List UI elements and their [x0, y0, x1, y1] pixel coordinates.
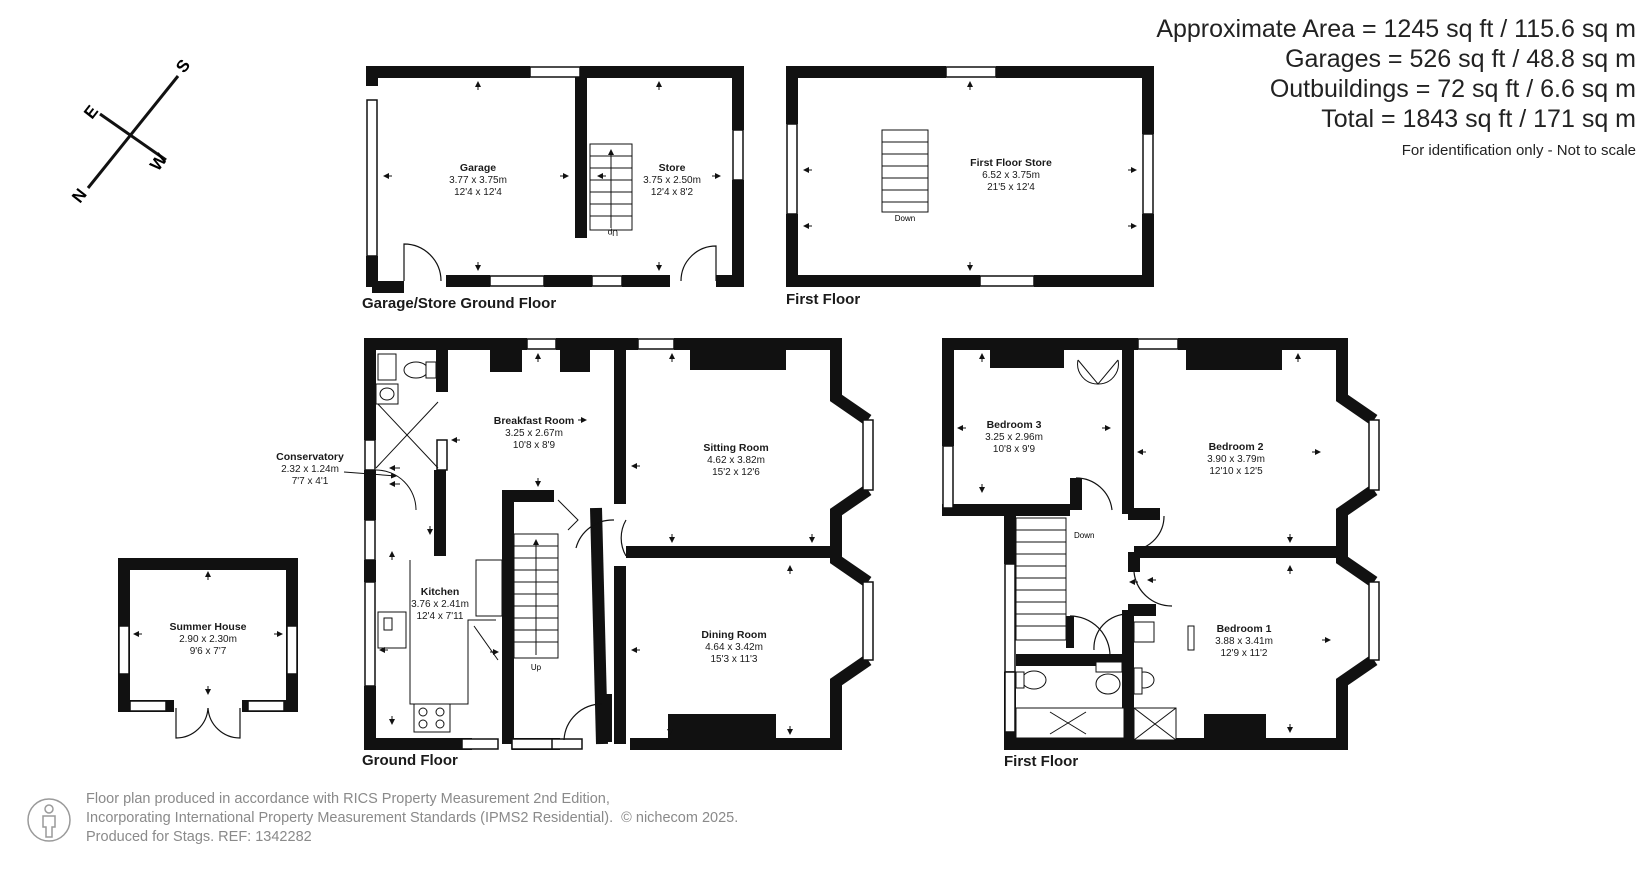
footer-line-3: Produced for Stags. REF: 1342282: [86, 829, 312, 845]
kitchen-metric: 3.76 x 2.41m: [411, 599, 469, 610]
bedroom-1-name: Bedroom 1: [1217, 623, 1272, 635]
first-floor-store-name: First Floor Store: [970, 157, 1052, 169]
store-stair-up: Up: [607, 228, 618, 237]
breakfast-room-metric: 3.25 x 2.67m: [505, 428, 563, 439]
outbuildings-area: Outbuildings = 72 sq ft / 6.6 sq m: [1269, 75, 1636, 103]
first-floor-label: First Floor: [1004, 753, 1078, 770]
kitchen-name: Kitchen: [421, 586, 460, 598]
bedroom-2-imperial: 12'10 x 12'5: [1209, 466, 1263, 477]
dining-room-name: Dining Room: [701, 629, 766, 641]
compass-s: S: [172, 56, 194, 77]
breakfast-room-imperial: 10'8 x 8'9: [513, 440, 556, 451]
ground-floor-plan: Up: [276, 338, 874, 769]
summer-house-metric: 2.90 x 2.30m: [179, 634, 237, 645]
conservatory-metric: 2.32 x 1.24m: [281, 464, 339, 475]
approximate-area: Approximate Area = 1245 sq ft / 115.6 sq…: [1156, 15, 1636, 43]
compass: S E W N: [68, 56, 194, 207]
footer-line-1: Floor plan produced in accordance with R…: [86, 791, 610, 807]
garage-store-ground-plan: Up Garage 3.77 x 3.75m 12'4 x 12'4 Store…: [362, 66, 744, 312]
total-area: Total = 1843 sq ft / 171 sq m: [1321, 105, 1636, 133]
kitchen-imperial: 12'4 x 7'11: [416, 611, 463, 622]
person-icon: [27, 798, 71, 842]
breakfast-room-name: Breakfast Room: [494, 415, 575, 427]
footer-notes: Floor plan produced in accordance with R…: [86, 790, 738, 847]
summer-house-name: Summer House: [169, 621, 246, 633]
compass-w: W: [146, 149, 171, 174]
first-floor-store-metric: 6.52 x 3.75m: [982, 170, 1040, 181]
ground-stair-up: Up: [531, 663, 542, 672]
store-name: Store: [659, 162, 686, 174]
footer-line-2-wrap: Incorporating International Property Mea…: [86, 809, 738, 828]
bedroom-2-metric: 3.90 x 3.79m: [1207, 454, 1265, 465]
dining-room-metric: 4.64 x 3.42m: [705, 642, 763, 653]
compass-e: E: [80, 102, 102, 123]
first-floor-store-imperial: 21'5 x 12'4: [987, 182, 1035, 193]
garage-metric: 3.77 x 3.75m: [449, 175, 507, 186]
dining-room-imperial: 15'3 x 11'3: [710, 654, 757, 665]
summer-house-imperial: 9'6 x 7'7: [190, 646, 227, 657]
store-metric: 3.75 x 2.50m: [643, 175, 701, 186]
bedroom-3-imperial: 10'8 x 9'9: [993, 444, 1036, 455]
scale-note: For identification only - Not to scale: [1401, 142, 1636, 159]
sitting-room-metric: 4.62 x 3.82m: [707, 455, 765, 466]
bedroom-1-metric: 3.88 x 3.41m: [1215, 636, 1273, 647]
brand-copyright: © nichecom 2025.: [621, 810, 739, 826]
bedroom-2-name: Bedroom 2: [1209, 441, 1264, 453]
first-floor-plan: Down: [942, 338, 1380, 770]
garage-first-floor-plan: Down First Floor Store 6.52 x 3.75m 21'5…: [786, 66, 1154, 308]
garage-first-floor-label: First Floor: [786, 291, 860, 308]
ground-floor-label: Ground Floor: [362, 752, 458, 769]
garage-ground-floor-label: Garage/Store Ground Floor: [362, 295, 556, 312]
bedroom-3-metric: 3.25 x 2.96m: [985, 432, 1043, 443]
store-stair-down: Down: [895, 214, 915, 223]
store-imperial: 12'4 x 8'2: [651, 187, 694, 198]
garage-name: Garage: [460, 162, 496, 174]
bedroom-1-imperial: 12'9 x 11'2: [1220, 648, 1267, 659]
garage-imperial: 12'4 x 12'4: [454, 187, 502, 198]
summer-house-plan: Summer House 2.90 x 2.30m 9'6 x 7'7: [118, 558, 298, 739]
area-summary: Approximate Area = 1245 sq ft / 115.6 sq…: [1076, 14, 1636, 162]
conservatory-imperial: 7'7 x 4'1: [292, 476, 329, 487]
compass-n: N: [68, 185, 91, 206]
garages-area: Garages = 526 sq ft / 48.8 sq m: [1285, 45, 1636, 73]
footer-line-2: Incorporating International Property Mea…: [86, 810, 614, 826]
conservatory-name: Conservatory: [276, 451, 344, 463]
sitting-room-imperial: 15'2 x 12'6: [712, 467, 760, 478]
bedroom-3-name: Bedroom 3: [987, 419, 1042, 431]
sitting-room-name: Sitting Room: [703, 442, 768, 454]
first-floor-stair-down: Down: [1074, 531, 1094, 540]
